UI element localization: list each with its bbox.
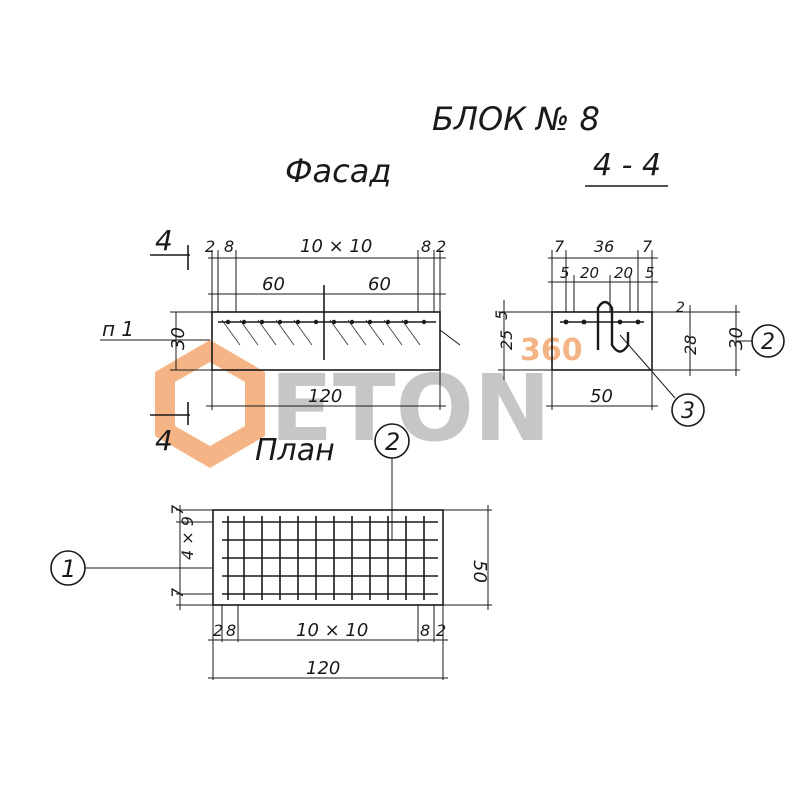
- section-dim-7-left: 7: [554, 237, 565, 256]
- plan-dim-10x10: 10 × 10: [296, 620, 368, 641]
- plan-dim-4x9: 4 × 9: [178, 516, 197, 560]
- facade-dim-120: 120: [308, 386, 342, 407]
- facade-rebar-dots: [225, 319, 427, 325]
- callout-2-plan: [374, 423, 410, 459]
- callout-1-text: 1: [61, 555, 76, 583]
- facade-dim-10x10: 10 × 10: [300, 236, 372, 257]
- section-dim-20-right: 20: [614, 264, 633, 282]
- section-dim-28: 28: [681, 335, 700, 355]
- plan-dim-120: 120: [306, 658, 340, 679]
- plan-label: План: [255, 433, 335, 468]
- facade-dim-60-right: 60: [368, 274, 391, 295]
- section-mark-top: 4: [155, 224, 173, 257]
- plan-dim-7-bottom: 7: [168, 587, 187, 598]
- facade-block: [211, 311, 441, 371]
- plan-dim-7-top: 7: [168, 504, 187, 515]
- plan-dim-8-right: 8: [420, 621, 430, 640]
- plan-mesh: [222, 516, 438, 600]
- facade-dim-30: 30: [168, 327, 189, 350]
- facade-dim-8-right: 8: [421, 237, 431, 256]
- callout-1: [50, 550, 86, 586]
- watermark: ETON 360: [155, 333, 583, 468]
- facade-row-label: п 1: [102, 317, 134, 341]
- facade-label: Фасад: [285, 152, 391, 190]
- callout-3-text: 3: [681, 399, 695, 424]
- section-dim-2: 2: [676, 300, 685, 316]
- section-dim-30: 30: [726, 327, 747, 350]
- section-dim-36: 36: [594, 237, 614, 256]
- facade-dim-60-left: 60: [262, 274, 285, 295]
- lifting-loop: [596, 300, 630, 353]
- plan-dim-8-left: 8: [226, 621, 236, 640]
- section-dim-5-right: 5: [645, 264, 655, 282]
- section-dim-25: 25: [497, 330, 516, 350]
- section-label: 4 - 4: [593, 148, 661, 183]
- section-dim-50: 50: [590, 386, 613, 407]
- callout-2-section: [751, 324, 785, 358]
- section-dim-20-left: 20: [580, 264, 599, 282]
- plan-view: 7 4 × 9 7 1 2 50 2 8 10 × 10 8 2 120: [50, 423, 492, 680]
- plan-dim-2-right: 2: [436, 621, 446, 640]
- facade-dim-2-left: 2: [205, 237, 215, 256]
- section-mark-bottom: 4: [155, 424, 173, 457]
- facade-dim-8-left: 8: [224, 237, 234, 256]
- section-rebar-dots: [563, 319, 641, 325]
- watermark-hexagon-inner: [175, 362, 245, 446]
- callout-2-plan-text: 2: [385, 428, 400, 456]
- facade-view: 4 4: [100, 224, 461, 457]
- section-dim-7-right: 7: [642, 237, 653, 256]
- plan-dim-50: 50: [469, 560, 490, 583]
- section-block: [551, 311, 653, 371]
- drawing-title: БЛОК № 8: [432, 100, 600, 138]
- callout-2-section-text: 2: [761, 330, 775, 355]
- section-dim-5-left: 5: [560, 264, 570, 282]
- section-view: 25 5 7 36 7 5 20 20 5 2 28 30: [492, 237, 785, 427]
- section-dim-5: 5: [492, 310, 511, 320]
- facade-dim-2-right: 2: [436, 237, 446, 256]
- facade-hatching: [221, 319, 421, 346]
- callout-3: [671, 393, 705, 427]
- plan-block: [212, 509, 444, 606]
- plan-dim-2-left: 2: [213, 621, 223, 640]
